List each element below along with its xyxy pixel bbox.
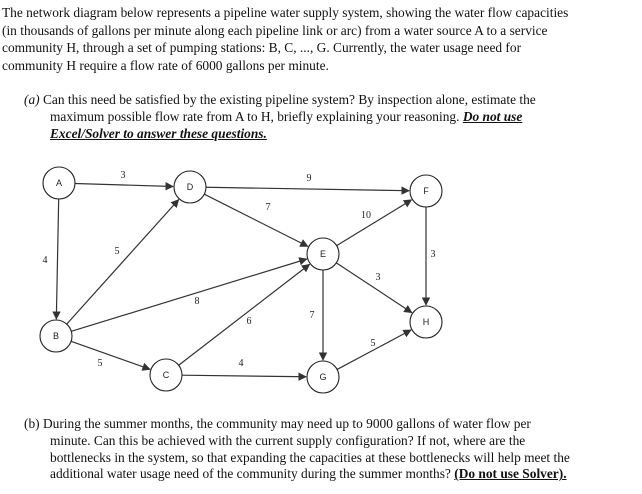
edge-c-g: 4 (181, 358, 307, 381)
node-label: A (56, 178, 62, 188)
edge-line (74, 182, 174, 191)
intro-line: The network diagram below represents a p… (2, 5, 569, 20)
edge-b-d: 5 (66, 199, 180, 325)
edge-e-g: 7 (310, 270, 328, 361)
edge-capacity-label: 4 (43, 255, 48, 266)
node-label: F (423, 186, 429, 196)
edge-d-f: 9 (205, 173, 410, 195)
edge-a-b: 4 (43, 198, 61, 320)
node-label: D (187, 182, 194, 192)
node-circle (39, 319, 73, 353)
edge-line (71, 257, 308, 332)
node-c: C (149, 358, 183, 392)
node-circle (409, 174, 443, 208)
edge-capacity-label: 10 (361, 210, 371, 221)
edge-capacity-label: 4 (239, 358, 244, 369)
intro-line: community H require a flow rate of 6000 … (2, 57, 329, 73)
edge-capacity-label: 7 (310, 310, 315, 321)
edge-line (204, 193, 309, 247)
node-label: B (53, 331, 59, 341)
node-label: H (423, 317, 430, 327)
edge-line (52, 198, 61, 320)
edge-capacity-label: 9 (307, 173, 312, 184)
edge-e-h: 3 (336, 262, 413, 314)
edge-capacity-label: 5 (98, 358, 103, 369)
question-b-line-2: minute. Can this be achieved with the cu… (50, 432, 526, 448)
question-a-emphasis-2: Excel/Solver to answer these questions. (50, 125, 267, 141)
edge-line (336, 199, 413, 247)
edge-e-f: 10 (336, 199, 413, 247)
edge-line (336, 329, 412, 370)
edge-capacity-label: 6 (247, 316, 252, 327)
question-a-line-3: Excel/Solver to answer these questions. (24, 126, 624, 143)
edge-g-h: 5 (336, 329, 412, 370)
question-b: (b) During the summer months, the commun… (24, 416, 636, 483)
question-b-line-1: (b) During the summer months, the commun… (24, 416, 531, 431)
edge-capacity-label: 5 (115, 246, 120, 257)
edge-c-e: 6 (178, 263, 311, 366)
question-a-emphasis-1: Do not use (462, 108, 523, 124)
edge-capacity-label: 8 (195, 296, 200, 307)
question-a-text-2: maximum possible flow rate from A to H, … (50, 108, 463, 124)
question-a-line-1: (a) Can this need be satisfied by the ex… (24, 92, 624, 109)
node-f: F (409, 174, 443, 208)
node-label: G (319, 372, 326, 382)
node-circle (306, 360, 340, 394)
node-b: B (39, 319, 73, 353)
question-a-text-1: Can this need be satisfied by the existi… (39, 92, 536, 107)
edge-b-e: 8 (71, 257, 308, 332)
edge-line (181, 372, 307, 381)
node-circle (306, 237, 340, 271)
edge-f-h: 3 (421, 207, 436, 306)
intro-line: (in thousands of gallons per minute alon… (2, 22, 548, 38)
question-a: (a) Can this need be satisfied by the ex… (24, 92, 624, 142)
question-b-emphasis: (Do not use Solver). (454, 466, 567, 482)
edge-b-c: 5 (70, 340, 151, 371)
question-a-line-2: maximum possible flow rate from A to H, … (24, 109, 624, 126)
node-e: E (306, 237, 340, 271)
node-circle (42, 166, 76, 200)
node-g: G (306, 360, 340, 394)
edge-a-d: 3 (74, 170, 174, 191)
edge-capacity-label: 3 (376, 272, 381, 283)
edge-d-e: 7 (204, 193, 309, 247)
question-b-line-4: additional water usage need of the commu… (24, 466, 636, 483)
edge-line (205, 186, 410, 195)
question-a-label: (a) (24, 92, 40, 107)
node-d: D (173, 170, 207, 204)
edge-capacity-label: 7 (266, 202, 271, 213)
question-b-text-4: additional water usage need of the commu… (50, 466, 455, 482)
node-circle (409, 305, 443, 339)
edge-capacity-label: 3 (431, 249, 436, 260)
node-label: C (163, 370, 170, 380)
node-a: A (42, 166, 76, 200)
node-label: E (320, 249, 326, 259)
question-b-line-3: bottlenecks in the system, so that expan… (50, 449, 570, 465)
edge-capacity-label: 5 (371, 338, 376, 349)
edge-line (336, 262, 413, 314)
edge-line (178, 263, 311, 366)
node-circle (173, 170, 207, 204)
node-circle (149, 358, 183, 392)
problem-intro: The network diagram below represents a p… (2, 4, 638, 74)
intro-line: community H, through a set of pumping st… (2, 40, 522, 56)
edge-line (66, 199, 180, 325)
edge-capacity-label: 3 (121, 170, 126, 181)
node-h: H (409, 305, 443, 339)
edge-line (70, 340, 151, 371)
